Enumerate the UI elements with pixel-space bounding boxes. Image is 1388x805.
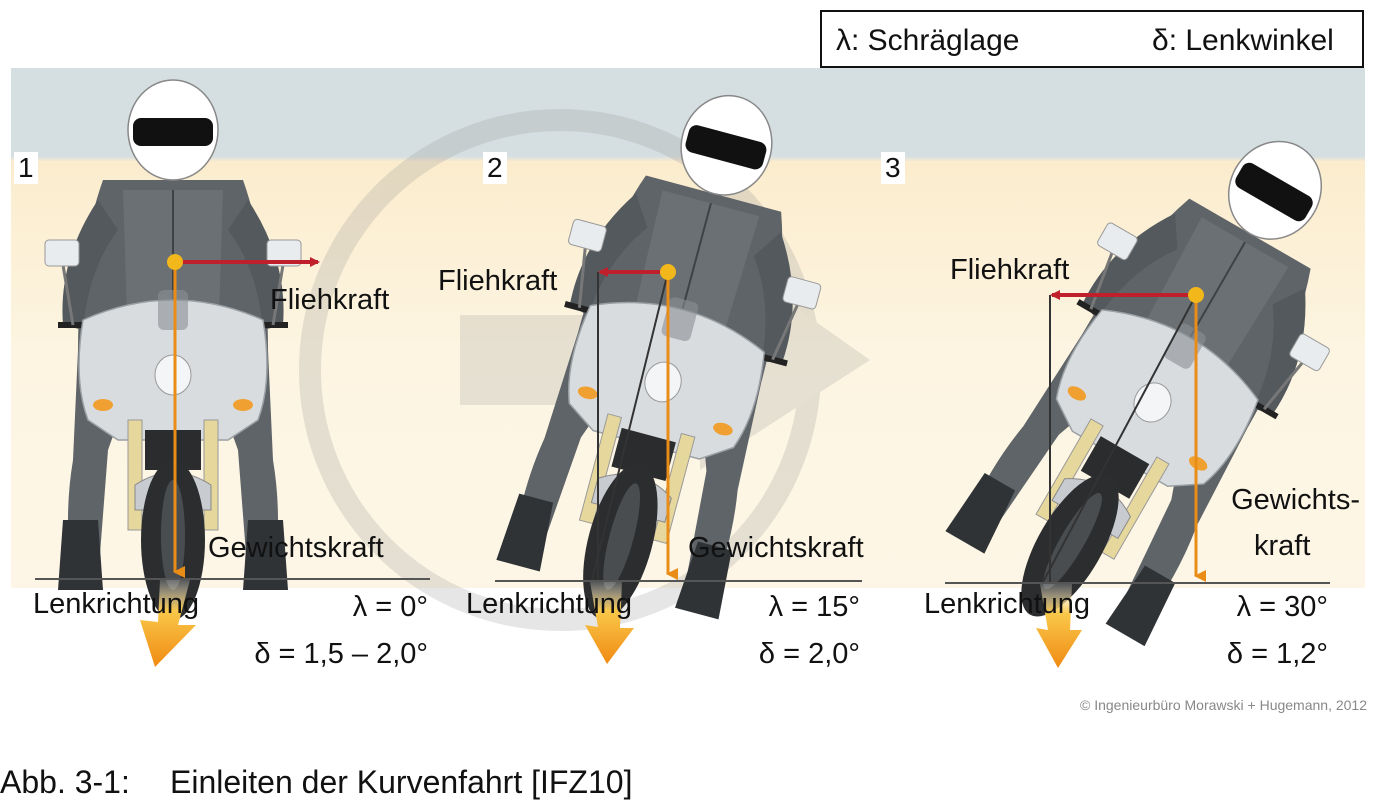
figure-number: Abb. 3-1: bbox=[0, 764, 130, 800]
center-of-gravity bbox=[167, 254, 183, 270]
center-of-gravity bbox=[1188, 287, 1204, 303]
steering-direction-arrow bbox=[1036, 584, 1082, 668]
centrifugal-force-label: Fliehkraft bbox=[438, 265, 558, 297]
weight-force-label: Gewichtskraft bbox=[208, 532, 384, 564]
lean-angle-value: λ = 30° bbox=[1236, 591, 1328, 623]
weight-force-label: Gewichts- bbox=[1231, 484, 1360, 516]
lean-angle-value: λ = 0° bbox=[352, 591, 428, 623]
lean-axis-line bbox=[1042, 294, 1197, 583]
steering-direction-arrow bbox=[140, 580, 196, 667]
panel-number: 3 bbox=[881, 152, 905, 184]
steering-angle-value: δ = 2,0° bbox=[758, 638, 860, 670]
center-of-gravity bbox=[660, 264, 676, 280]
steering-direction-label: Lenkrichtung bbox=[33, 588, 200, 620]
caption-text: Einleiten der Kurvenfahrt [IFZ10] bbox=[170, 764, 633, 800]
steering-direction-label: Lenkrichtung bbox=[466, 588, 633, 620]
steering-direction-label: Lenkrichtung bbox=[924, 588, 1091, 620]
panel-number: 1 bbox=[14, 152, 38, 184]
lean-axis-line bbox=[591, 271, 669, 581]
weight-force-label: kraft bbox=[1254, 530, 1311, 562]
lean-angle-value: λ = 15° bbox=[768, 591, 860, 623]
steering-angle-value: δ = 1,2° bbox=[1226, 638, 1328, 670]
legend: λ: Schräglage δ: Lenkwinkel bbox=[820, 10, 1364, 68]
steering-direction-arrow bbox=[585, 582, 634, 664]
copyright-note: © Ingenieurbüro Morawski + Hugemann, 201… bbox=[1080, 697, 1367, 713]
centrifugal-force-label: Fliehkraft bbox=[270, 284, 390, 316]
panel-number: 2 bbox=[483, 152, 507, 184]
weight-force-label: Gewichtskraft bbox=[688, 532, 864, 564]
centrifugal-force-label: Fliehkraft bbox=[950, 254, 1070, 286]
legend-lean-label: λ: Schräglage bbox=[836, 24, 1020, 57]
steering-angle-value: δ = 1,5 – 2,0° bbox=[254, 638, 428, 670]
legend-steer-label: δ: Lenkwinkel bbox=[1152, 24, 1334, 57]
figure-caption: Abb. 3-1: Einleiten der Kurvenfahrt [IFZ1… bbox=[0, 764, 632, 801]
